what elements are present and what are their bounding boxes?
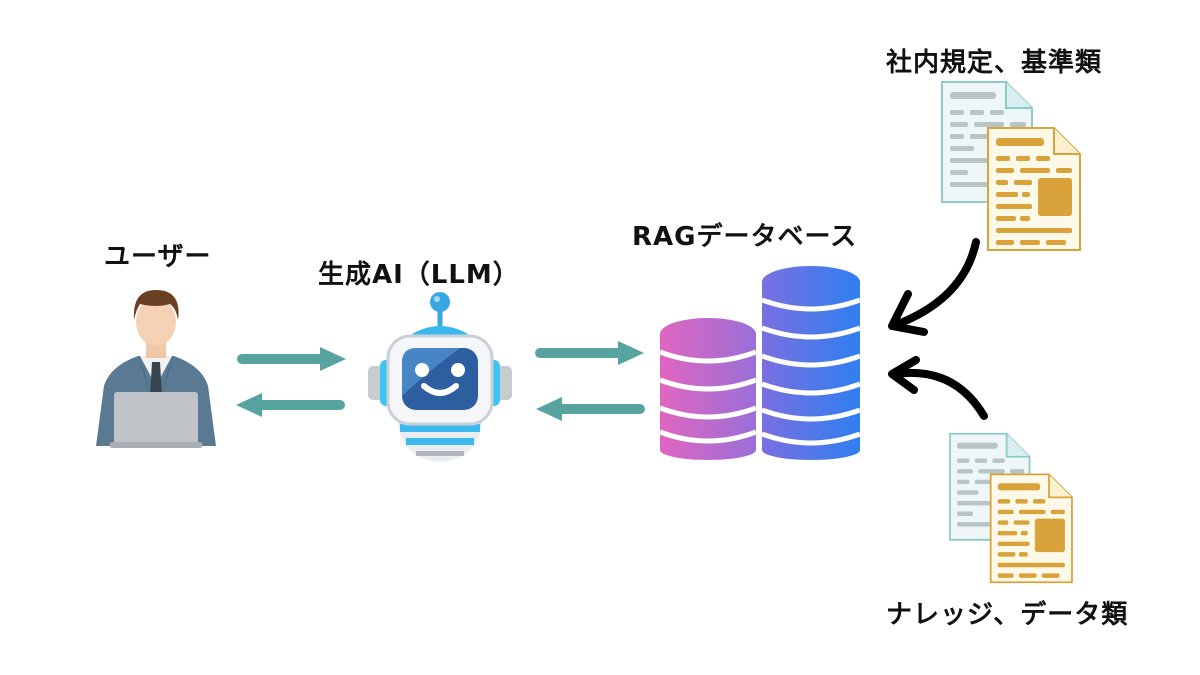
rag-node	[656, 264, 866, 460]
rag-label: RAGデータベース	[632, 222, 858, 252]
arrow-right-icon	[237, 347, 346, 371]
arrow-llm-to-rag	[534, 340, 646, 366]
llm-label: 生成AI（LLM）	[318, 260, 520, 290]
knowledge-label: ナレッジ、データ類	[886, 600, 1129, 630]
documents-icon	[949, 432, 1073, 584]
knowledge-documents	[948, 432, 1074, 584]
database-large	[761, 266, 861, 460]
user-with-laptop-icon	[96, 290, 216, 448]
documents-icon	[941, 81, 1081, 251]
database-small	[659, 318, 757, 460]
arrow-right-icon	[535, 341, 644, 365]
arrow-left-icon	[536, 397, 645, 421]
rules-documents	[940, 80, 1082, 252]
curved-arrow-icon	[888, 356, 988, 420]
curved-arrow-icon	[888, 238, 980, 336]
llm-node	[360, 290, 520, 466]
arrow-knowledge-to-rag	[884, 356, 994, 422]
arrow-rules-to-rag	[884, 236, 984, 336]
database-stack-icon	[659, 266, 861, 460]
user-label: ユーザー	[104, 242, 212, 272]
arrow-llm-to-user	[234, 392, 346, 418]
robot-icon	[368, 292, 512, 462]
rules-label: 社内規定、基準類	[886, 48, 1103, 78]
arrow-rag-to-llm	[534, 396, 646, 422]
arrow-left-icon	[236, 393, 345, 417]
user-node	[90, 286, 222, 450]
arrow-user-to-llm	[236, 346, 348, 372]
